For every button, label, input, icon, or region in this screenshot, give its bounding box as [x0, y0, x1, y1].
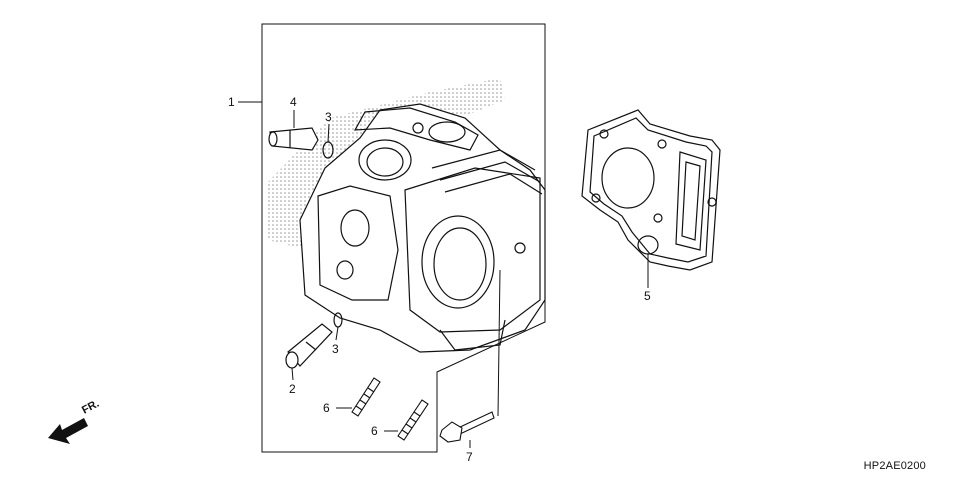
head-gasket	[581, 109, 721, 271]
cylinder-head	[299, 103, 546, 353]
callout-2: 2	[289, 382, 296, 396]
assembly-frame	[261, 23, 546, 453]
callout-7: 7	[466, 450, 473, 464]
stud-bolt-lower	[397, 399, 429, 441]
callout-3-upper: 3	[325, 110, 332, 124]
callout-6-upper: 6	[323, 401, 330, 415]
callout-6-lower: 6	[371, 424, 378, 438]
callout-5: 5	[644, 289, 651, 303]
callout-4: 4	[290, 95, 297, 109]
flange-bolt	[439, 411, 495, 443]
valve-guide-upper	[268, 127, 319, 151]
valve-guide-lower	[285, 323, 333, 369]
callout-1: 1	[228, 95, 235, 109]
diagram-code: HP2AE0200	[863, 460, 926, 472]
callout-3-lower: 3	[332, 342, 339, 356]
stud-bolt-upper	[351, 377, 381, 417]
front-direction-arrow-icon	[48, 418, 88, 444]
leader-lines	[238, 101, 649, 448]
